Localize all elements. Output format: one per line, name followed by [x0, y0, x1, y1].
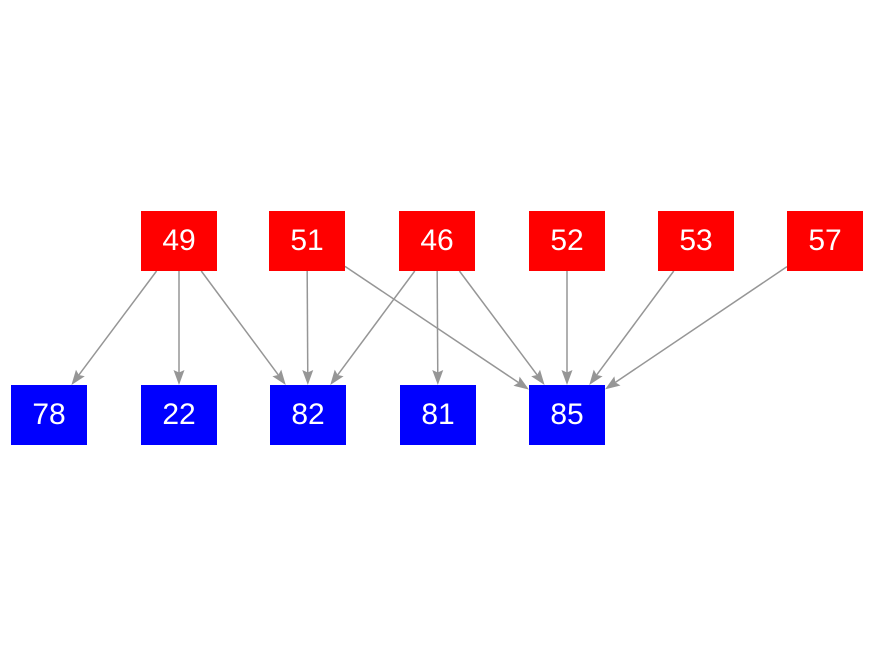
- arrowhead-icon: [513, 376, 529, 390]
- arrowhead-icon: [330, 369, 344, 385]
- edge-46-85: [458, 270, 545, 385]
- edge-49-22: [173, 271, 185, 385]
- arrowhead-icon: [173, 370, 185, 385]
- edge-52-85: [561, 271, 573, 385]
- node-57: 57: [787, 211, 863, 271]
- node-52: 52: [529, 211, 605, 271]
- node-82: 82: [270, 385, 346, 445]
- edge-51-82: [302, 270, 314, 385]
- edge-46-81: [432, 270, 444, 385]
- arrowhead-icon: [605, 376, 621, 390]
- node-53: 53: [658, 211, 734, 271]
- node-51: 51: [269, 211, 345, 271]
- arrowhead-icon: [432, 369, 444, 385]
- node-78: 78: [11, 385, 87, 445]
- node-81: 81: [400, 385, 476, 445]
- node-22: 22: [141, 385, 217, 445]
- node-49: 49: [141, 211, 217, 271]
- edge-49-82: [200, 270, 286, 385]
- arrowhead-icon: [589, 369, 603, 385]
- edge-46-82: [330, 270, 416, 385]
- arrowhead-icon: [302, 369, 314, 385]
- node-46: 46: [399, 211, 475, 271]
- edge-49-78: [71, 270, 158, 385]
- edge-53-85: [589, 270, 675, 385]
- edge-51-85: [344, 265, 529, 390]
- arrowhead-icon: [272, 369, 286, 385]
- node-85: 85: [529, 385, 605, 445]
- arrowhead-icon: [71, 369, 85, 385]
- arrowhead-icon: [561, 370, 573, 385]
- arrowhead-icon: [531, 369, 545, 385]
- edge-57-85: [605, 266, 788, 390]
